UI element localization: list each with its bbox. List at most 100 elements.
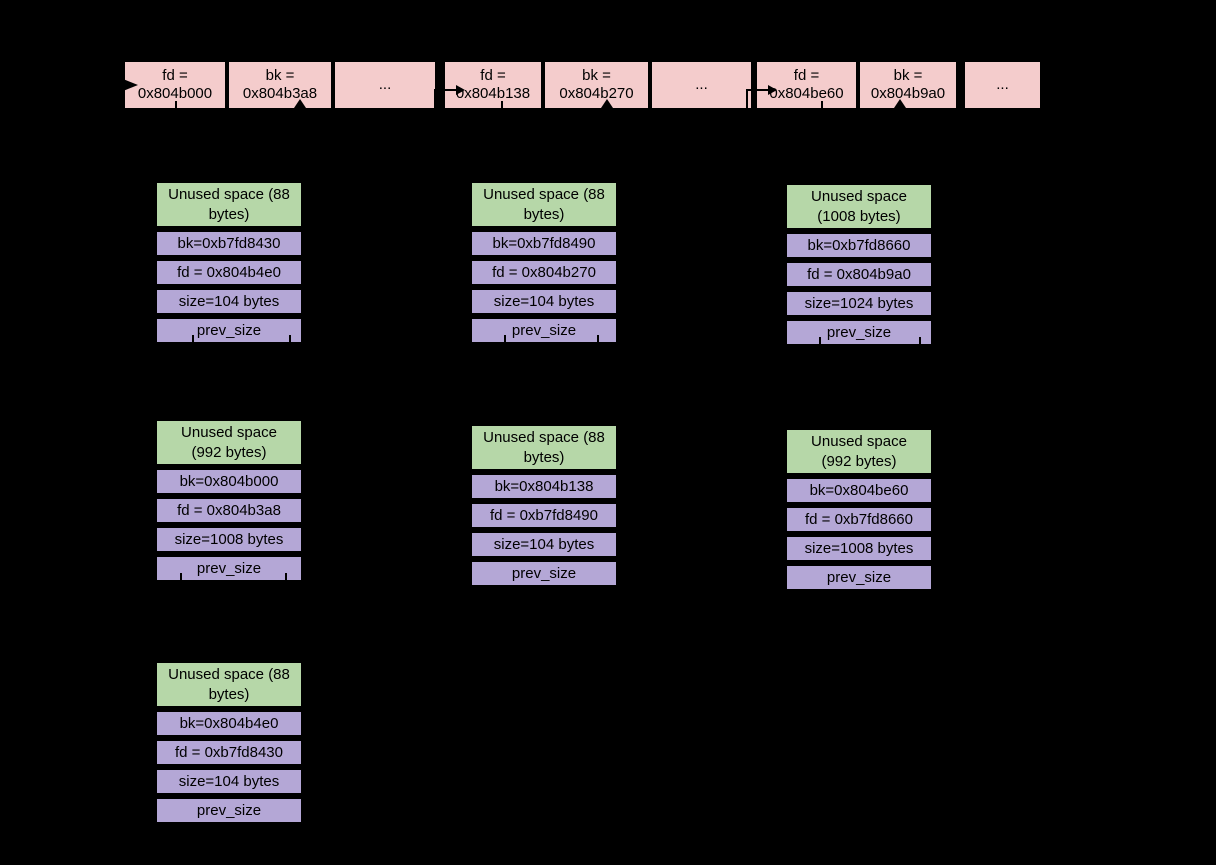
size-field-label: size=104 bytes (178, 292, 280, 310)
unused-space-cell: Unused space (88 bytes) (155, 661, 303, 708)
unused-space-label: Unused space (88 bytes) (483, 186, 605, 223)
unused-space-cell: Unused space (1008 bytes) (785, 183, 933, 230)
unused-space-label: Unused space (992 bytes) (811, 433, 907, 470)
bk-field-cell: bk=0x804be60 (785, 477, 933, 504)
pointer-tick-icon (180, 573, 183, 580)
unused-space-cell: Unused space (88 bytes) (470, 424, 618, 471)
bin-fd-label: fd = 0x804be60 (769, 66, 844, 102)
unused-space-label: Unused space (992 bytes) (181, 424, 277, 461)
bin-fd-cell: fd = 0x804be60 (746, 60, 858, 110)
size-field-label: size=1024 bytes (804, 294, 914, 312)
fd-field-label: fd = 0xb7fd8430 (174, 743, 283, 761)
chunk-box: Unused space (88 bytes) bk=0x804b138 fd … (470, 424, 618, 589)
bin-ellipsis-cell: ... (650, 60, 753, 110)
fd-field-label: fd = 0x804b3a8 (177, 501, 281, 519)
prev-size-field-cell: prev_size (155, 797, 303, 824)
bin-ellipsis-label: ... (996, 75, 1009, 93)
bk-field-cell: bk=0x804b138 (470, 473, 618, 500)
bk-field-label: bk=0xb7fd8430 (177, 234, 281, 252)
fd-field-label: fd = 0x804b4e0 (177, 263, 281, 281)
chunk-box: Unused space (992 bytes) bk=0x804be60 fd… (785, 428, 933, 593)
bk-field-cell: bk=0xb7fd8430 (155, 230, 303, 257)
prev-size-field-label: prev_size (196, 559, 262, 577)
elbow-arrow-icon (746, 89, 748, 110)
elbow-arrow-line (746, 89, 768, 91)
prev-size-field-cell: prev_size (470, 317, 618, 344)
elbow-arrow-line (434, 89, 456, 91)
size-field-cell: size=1008 bytes (785, 535, 933, 562)
size-field-cell: size=104 bytes (155, 768, 303, 795)
fd-field-cell: fd = 0x804b270 (470, 259, 618, 286)
fd-field-label: fd = 0xb7fd8490 (489, 506, 598, 524)
size-field-cell: size=104 bytes (470, 288, 618, 315)
prev-size-field-cell: prev_size (785, 564, 933, 591)
bk-field-cell: bk=0x804b000 (155, 468, 303, 495)
unused-space-cell: Unused space (992 bytes) (785, 428, 933, 475)
size-field-label: size=104 bytes (178, 772, 280, 790)
bk-field-label: bk=0x804be60 (809, 481, 909, 499)
bin-group-1: fd = 0x804b000 bk = 0x804b3a8 ... (123, 60, 437, 110)
fd-field-cell: fd = 0xb7fd8660 (785, 506, 933, 533)
prev-size-field-cell: prev_size (155, 317, 303, 344)
bin-fd-cell: fd = 0x804b000 (123, 60, 227, 110)
elbow-arrow-icon (434, 89, 436, 110)
bin-bk-cell: bk = 0x804b270 (543, 60, 650, 110)
size-field-cell: size=1024 bytes (785, 290, 933, 317)
prev-size-field-label: prev_size (196, 321, 262, 339)
incoming-arrow-icon (123, 79, 138, 91)
bk-field-label: bk=0xb7fd8660 (807, 236, 911, 254)
elbow-arrow-head (768, 85, 777, 95)
unused-space-label: Unused space (88 bytes) (168, 666, 290, 703)
bk-up-arrow-icon (294, 99, 307, 108)
fd-field-label: fd = 0xb7fd8660 (804, 510, 913, 528)
unused-space-label: Unused space (88 bytes) (168, 186, 290, 223)
prev-size-field-label: prev_size (196, 801, 262, 819)
unused-space-label: Unused space (1008 bytes) (811, 188, 907, 225)
bk-up-arrow-icon (600, 99, 613, 108)
size-field-label: size=104 bytes (493, 292, 595, 310)
bin-fd-cell: fd = 0x804b138 (434, 60, 543, 110)
bin-bk-cell: bk = 0x804b9a0 (858, 60, 958, 110)
bk-field-label: bk=0xb7fd8490 (492, 234, 596, 252)
prev-size-field-label: prev_size (511, 321, 577, 339)
bin-group-2: fd = 0x804b138 bk = 0x804b270 ... (434, 60, 753, 110)
bin-ellipsis-label: ... (378, 75, 392, 93)
chunk-box: Unused space (88 bytes) bk=0x804b4e0 fd … (155, 661, 303, 826)
bin-ellipsis-cell: ... (963, 60, 1042, 110)
size-field-cell: size=104 bytes (470, 531, 618, 558)
bin-bk-label: bk = 0x804b3a8 (242, 66, 318, 102)
pointer-tick-icon (285, 573, 288, 580)
elbow-arrow-head (456, 85, 465, 95)
pointer-tick-icon (503, 335, 506, 342)
chunk-box: Unused space (992 bytes) bk=0x804b000 fd… (155, 419, 303, 584)
bin-bk-cell: bk = 0x804b3a8 (227, 60, 333, 110)
bin-ellipsis-label: ... (695, 75, 708, 93)
fd-field-label: fd = 0x804b9a0 (807, 265, 911, 283)
bk-up-arrow-icon (894, 99, 907, 108)
chunk-box: Unused space (88 bytes) bk=0xb7fd8490 fd… (470, 181, 618, 346)
unused-space-cell: Unused space (88 bytes) (470, 181, 618, 228)
pointer-tick-icon (818, 337, 821, 344)
bk-field-label: bk=0x804b138 (494, 477, 594, 495)
bin-ellipsis-cell: ... (333, 60, 437, 110)
fd-field-cell: fd = 0xb7fd8430 (155, 739, 303, 766)
fd-field-cell: fd = 0x804b4e0 (155, 259, 303, 286)
fd-field-cell: fd = 0x804b3a8 (155, 497, 303, 524)
pointer-tick-icon (289, 335, 292, 342)
size-field-cell: size=104 bytes (155, 288, 303, 315)
unused-space-label: Unused space (88 bytes) (483, 429, 605, 466)
bin-group-3: fd = 0x804be60 bk = 0x804b9a0 ... (746, 60, 1042, 110)
size-field-label: size=1008 bytes (804, 539, 914, 557)
fd-pointer-tick-icon (821, 101, 824, 108)
prev-size-field-label: prev_size (826, 323, 892, 341)
fd-field-label: fd = 0x804b270 (492, 263, 596, 281)
bin-bk-label: bk = 0x804b270 (559, 66, 634, 102)
prev-size-field-cell: prev_size (785, 319, 933, 346)
size-field-cell: size=1008 bytes (155, 526, 303, 553)
size-field-label: size=1008 bytes (174, 530, 284, 548)
bk-field-label: bk=0x804b000 (179, 472, 279, 490)
fd-field-cell: fd = 0x804b9a0 (785, 261, 933, 288)
fd-pointer-tick-icon (175, 101, 177, 108)
bk-field-label: bk=0x804b4e0 (179, 714, 279, 732)
